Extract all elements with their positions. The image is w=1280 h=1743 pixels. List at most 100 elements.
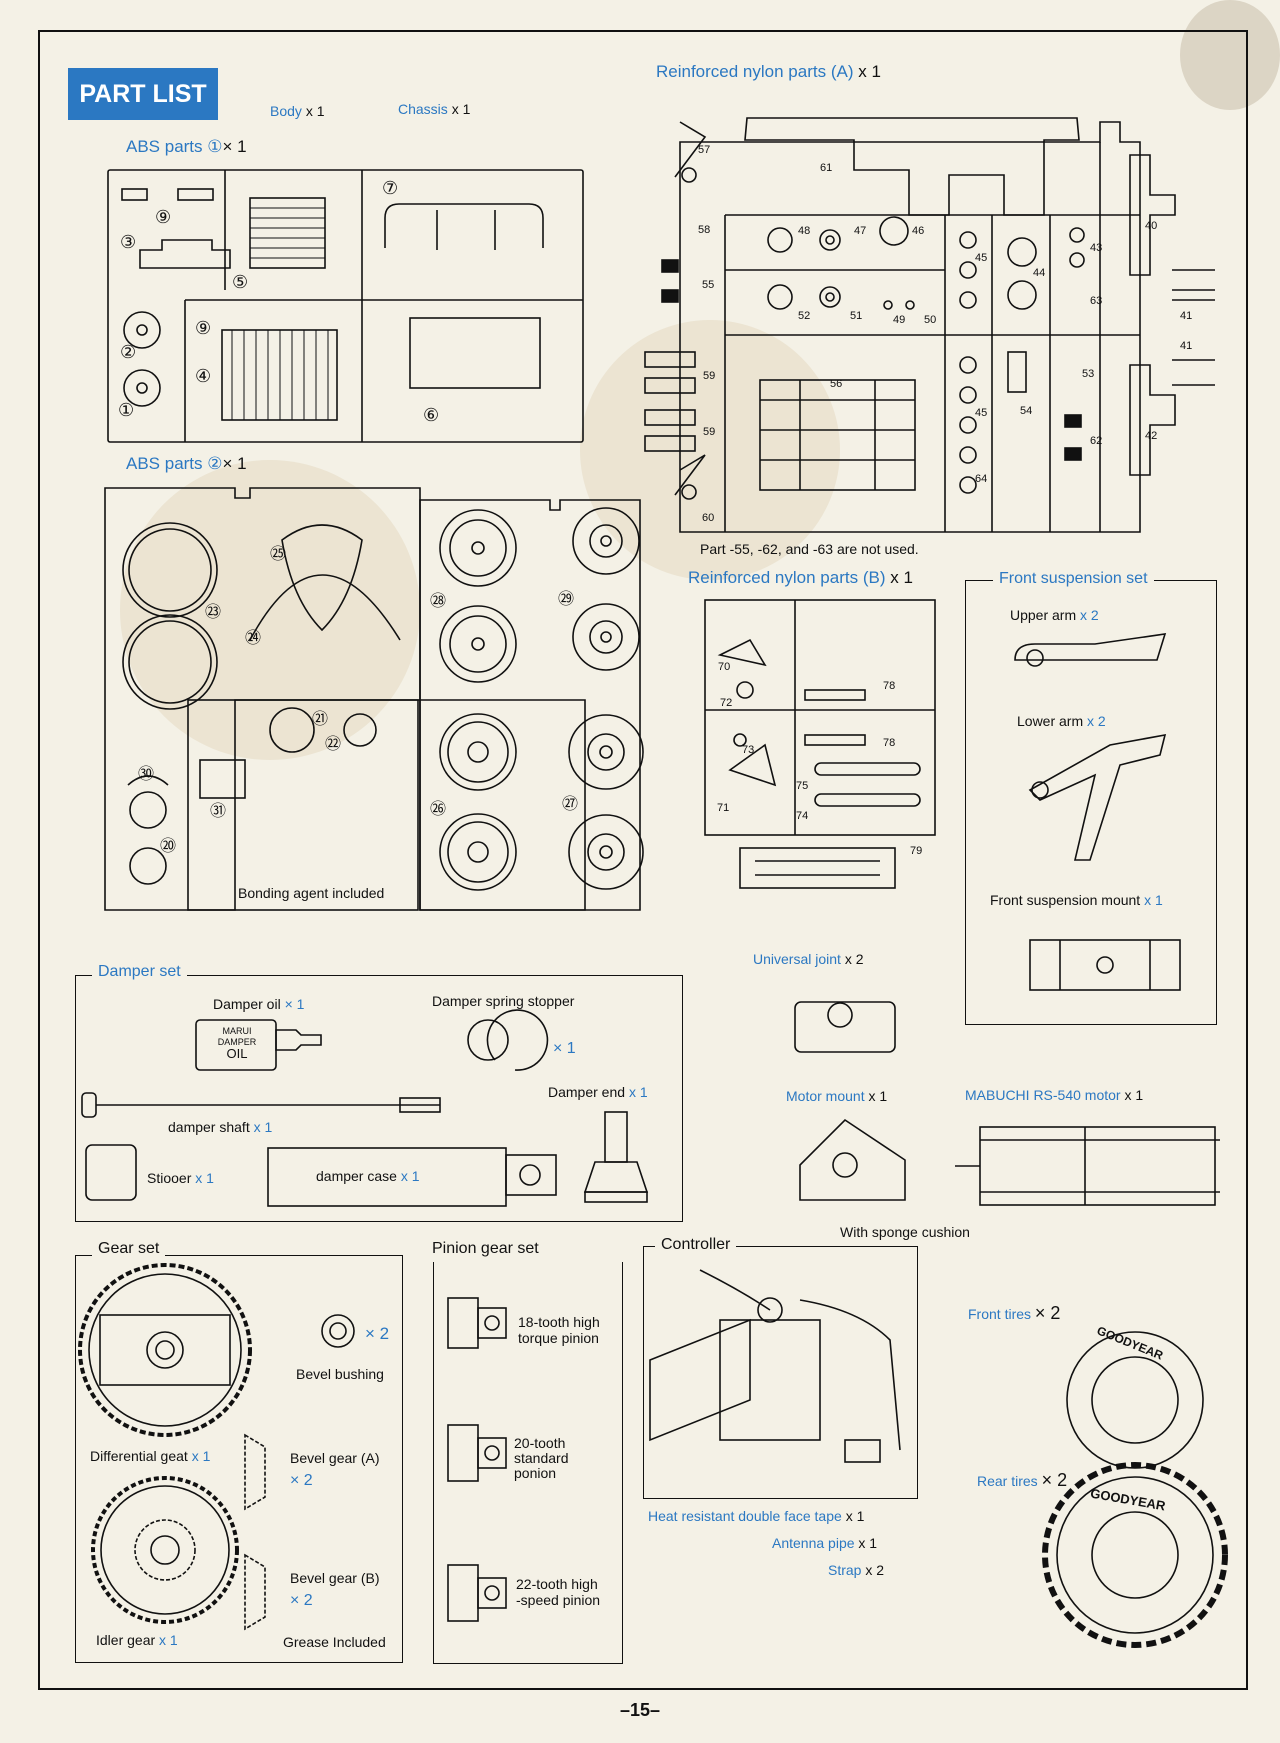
controller-box [643, 1246, 918, 1499]
damper-drawings [81, 1009, 649, 1207]
universal-joint-label: Universal joint x 2 [753, 951, 864, 967]
part-number: ⑳ [160, 838, 177, 855]
part-number: 59 [703, 370, 716, 382]
part-number: 73 [742, 744, 755, 756]
gear-drawings [78, 1263, 355, 1631]
part-number: 50 [924, 314, 937, 326]
abs-parts-2-label: ABS parts ②× 1 [126, 454, 247, 473]
part-number: ㉕ [270, 546, 287, 563]
page-frame [38, 30, 1248, 1690]
nylon-a-label: Reinforced nylon parts (A) x 1 [656, 62, 881, 81]
pinion-drawings [447, 1297, 507, 1622]
suspension-mount-label: Front suspension mount x 1 [990, 892, 1163, 908]
not-used-note: Part -55, -62, and -63 are not used. [700, 541, 919, 557]
part-number: ㉚ [138, 766, 155, 783]
part-number: 49 [893, 314, 906, 326]
pinion-set-box [433, 1262, 623, 1664]
part-number: 78 [883, 737, 896, 749]
part-number: ㉘ [430, 593, 447, 610]
front-tires-label: Front tires × 2 [968, 1303, 1061, 1323]
part-number: ㉖ [430, 801, 447, 818]
part-number: 79 [910, 845, 923, 857]
bevel-gear-a-label: Bevel gear (A) [290, 1450, 380, 1466]
part-number: 43 [1090, 242, 1103, 254]
part-number: 62 [1090, 435, 1103, 447]
part-number: ⑨ [195, 318, 212, 338]
part-number: 78 [883, 680, 896, 692]
grease-note: Grease Included [283, 1634, 386, 1650]
part-number: 46 [912, 225, 925, 237]
lower-arm-label: Lower arm x 2 [1017, 713, 1106, 729]
bevel-gear-b-label: Bevel gear (B) [290, 1570, 380, 1586]
controller-title: Controller [655, 1236, 737, 1254]
nylon-b-sprue [704, 599, 936, 889]
part-number: 41 [1180, 340, 1193, 352]
part-number: 74 [796, 810, 809, 822]
motor-drawings [794, 1001, 1220, 1206]
part-number: 70 [718, 661, 731, 673]
part-number: ⑥ [423, 405, 440, 425]
pinion-set-title: Pinion gear set [426, 1240, 545, 1258]
part-number: ㉔ [245, 630, 262, 647]
idler-gear-label: Idler gear x 1 [96, 1632, 178, 1648]
bevel-gear-a-qty: × 2 [290, 1472, 313, 1489]
damper-end-label: Damper end x 1 [548, 1084, 648, 1100]
part-number: 51 [850, 310, 863, 322]
strap-label: Strap x 2 [828, 1562, 885, 1578]
part-number: 63 [1090, 295, 1103, 307]
part-number: ㉑ [312, 711, 329, 728]
part-number: 44 [1033, 267, 1046, 279]
nylon-a-sprue [644, 117, 1215, 533]
part-number: ④ [195, 366, 212, 386]
motor-mount-label: Motor mount x 1 [786, 1088, 888, 1104]
part-number: 40 [1145, 220, 1158, 232]
part-number: ㉓ [205, 604, 222, 621]
part-number: ⑦ [382, 178, 399, 198]
tape-label: Heat resistant double face tape x 1 [648, 1508, 865, 1524]
part-number: ⑨ [155, 207, 172, 227]
part-number: ㉗ [562, 796, 579, 813]
front-suspension-title: Front suspension set [993, 570, 1154, 588]
spring-stopper-qty: × 1 [553, 1040, 576, 1057]
antenna-label: Antenna pipe x 1 [772, 1535, 878, 1551]
part-number: 48 [798, 225, 811, 237]
abs-parts-1-label: ABS parts ①× 1 [126, 137, 247, 156]
part-number: 42 [1145, 430, 1158, 442]
stiooer-label: Stiooer x 1 [147, 1170, 214, 1186]
suspension-drawings [1014, 633, 1181, 991]
differential-gear-label: Differential geat x 1 [90, 1448, 211, 1464]
damper-oil-label: Damper oil × 1 [213, 996, 305, 1012]
part-number: ③ [120, 232, 137, 252]
front-suspension-box [965, 580, 1217, 1025]
gear-set-title: Gear set [92, 1240, 166, 1258]
part-number: ⑤ [232, 272, 249, 292]
tire-drawings [1042, 1331, 1228, 1648]
abs-parts-2-sprue [104, 487, 644, 911]
damper-set-box [75, 975, 683, 1222]
part-number: 75 [796, 780, 809, 792]
rear-tires-label: Rear tires × 2 [977, 1470, 1068, 1490]
bushing-qty: × 2 [365, 1324, 390, 1343]
part-number: 53 [1082, 368, 1095, 380]
part-number: 61 [820, 162, 833, 174]
part-number: 45 [975, 252, 988, 264]
part-number: 64 [975, 473, 988, 485]
part-number: ① [118, 400, 135, 420]
part-number: 58 [698, 224, 711, 236]
abs-parts-1-sprue [107, 169, 584, 443]
part-number: 60 [702, 512, 715, 524]
part-number: 55 [702, 279, 715, 291]
part-number: 41 [1180, 310, 1193, 322]
part-number: 47 [854, 225, 867, 237]
part-number: ㉛ [210, 803, 227, 820]
part-number: ㉒ [325, 736, 342, 753]
bonding-note: Bonding agent included [238, 885, 385, 901]
body-label: Body x 1 [270, 103, 325, 119]
part-number: 72 [720, 697, 733, 709]
damper-case-label: damper case x 1 [316, 1168, 420, 1184]
sponge-note: With sponge cushion [840, 1224, 970, 1240]
